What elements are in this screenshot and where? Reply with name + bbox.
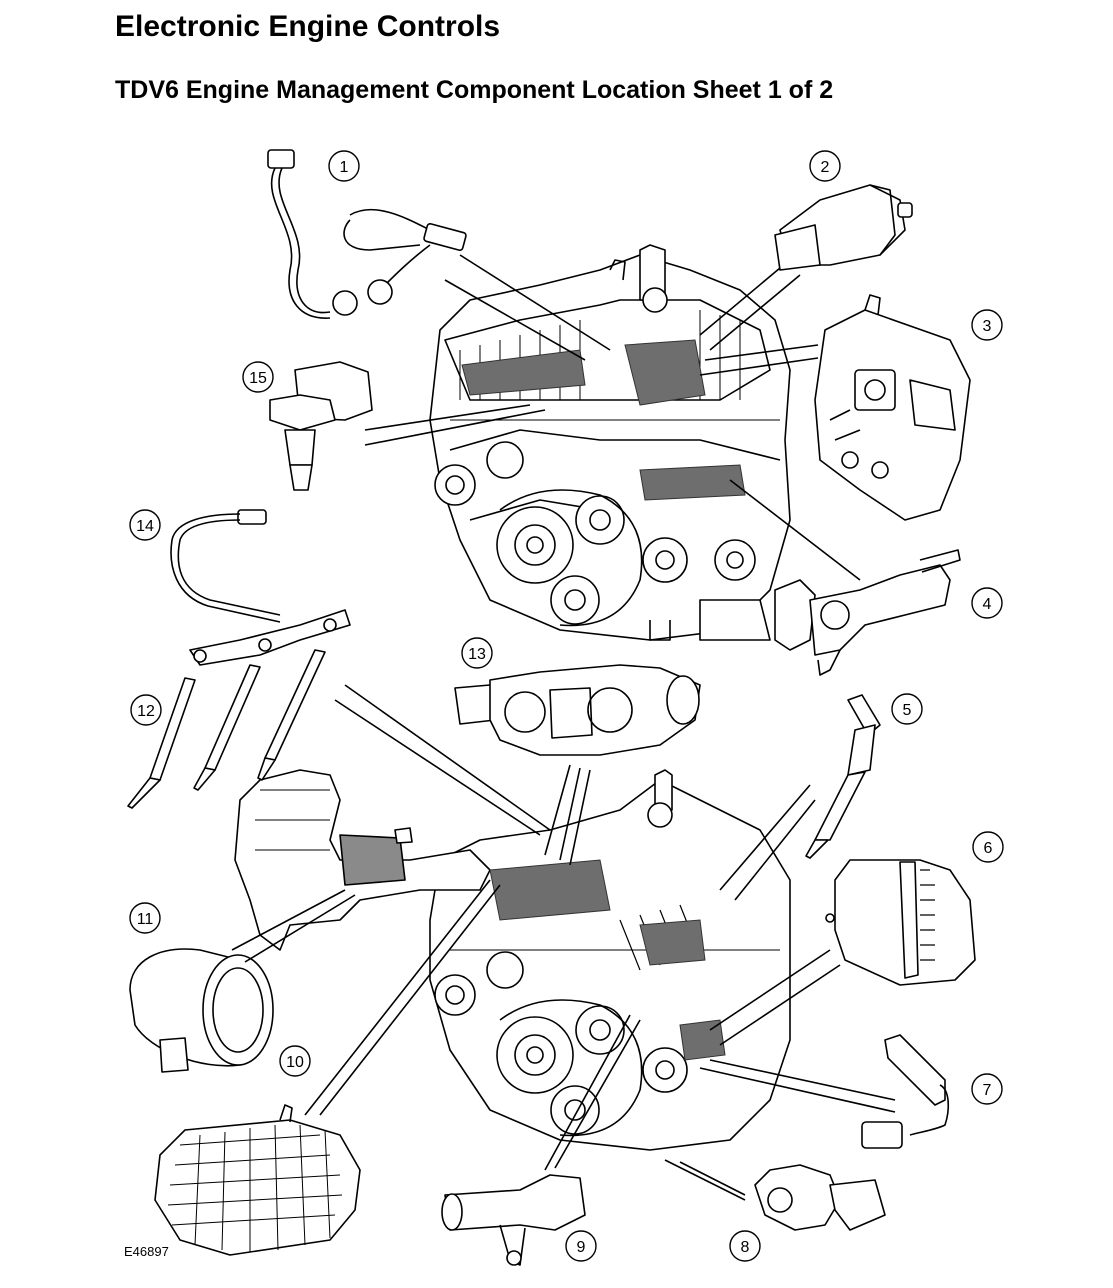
lower-engine-highlights bbox=[489, 859, 726, 1061]
page-subtitle: TDV6 Engine Management Component Locatio… bbox=[115, 76, 834, 104]
fuel-pump-component bbox=[814, 294, 971, 521]
callout-7: 7 bbox=[971, 1073, 1003, 1105]
callout-4: 4 bbox=[971, 587, 1003, 619]
svg-text:13: 13 bbox=[468, 646, 486, 663]
knock-sensor-component bbox=[267, 149, 467, 319]
fuel-pressure-sensor-component bbox=[774, 184, 913, 271]
svg-text:12: 12 bbox=[137, 703, 155, 720]
svg-text:3: 3 bbox=[983, 318, 992, 335]
glow-plug-harness-component bbox=[170, 509, 351, 666]
egr-valve-component bbox=[774, 549, 961, 676]
callout-11: 11 bbox=[129, 902, 161, 934]
generator-component bbox=[825, 859, 976, 986]
callout-1: 1 bbox=[328, 150, 360, 182]
glow-plug-component bbox=[127, 649, 326, 809]
callout-14: 14 bbox=[129, 509, 161, 541]
figure-id: E46897 bbox=[124, 1244, 169, 1259]
temperature-sensor-component bbox=[861, 1034, 950, 1149]
callout-8: 8 bbox=[729, 1230, 761, 1262]
svg-text:11: 11 bbox=[137, 911, 154, 928]
svg-text:1: 1 bbox=[340, 159, 349, 176]
leader-lines bbox=[231, 254, 896, 1201]
callout-3: 3 bbox=[971, 309, 1003, 341]
callout-9: 9 bbox=[565, 1230, 597, 1262]
page-title: Electronic Engine Controls bbox=[115, 10, 501, 43]
upper-engine-highlights bbox=[461, 339, 746, 501]
callout-2: 2 bbox=[809, 150, 841, 182]
callout-5: 5 bbox=[891, 693, 923, 725]
svg-text:4: 4 bbox=[983, 596, 992, 613]
svg-text:5: 5 bbox=[903, 702, 912, 719]
svg-text:14: 14 bbox=[136, 518, 154, 535]
svg-text:2: 2 bbox=[821, 159, 830, 176]
callout-6: 6 bbox=[972, 831, 1004, 863]
intake-manifold-component bbox=[154, 1104, 361, 1256]
intake-air-duct bbox=[234, 769, 491, 951]
svg-text:9: 9 bbox=[577, 1239, 586, 1256]
crankshaft-sensor-component bbox=[269, 361, 373, 491]
callout-15: 15 bbox=[242, 361, 274, 393]
camshaft-sensor-component bbox=[441, 1174, 586, 1266]
throttle-body-component bbox=[454, 664, 701, 756]
svg-text:8: 8 bbox=[741, 1239, 750, 1256]
fuel-injector-component bbox=[805, 694, 881, 859]
svg-text:10: 10 bbox=[286, 1054, 304, 1071]
oil-pressure-sensor-component bbox=[754, 1164, 886, 1231]
callout-12: 12 bbox=[130, 694, 162, 726]
callout-10: 10 bbox=[279, 1045, 311, 1077]
maf-sensor-component bbox=[129, 948, 274, 1073]
upper-engine-illustration bbox=[429, 244, 791, 641]
svg-text:6: 6 bbox=[984, 840, 993, 857]
svg-text:15: 15 bbox=[249, 370, 267, 387]
callout-13: 13 bbox=[461, 637, 493, 669]
lower-engine-illustration bbox=[429, 769, 791, 1151]
svg-text:7: 7 bbox=[983, 1082, 992, 1099]
